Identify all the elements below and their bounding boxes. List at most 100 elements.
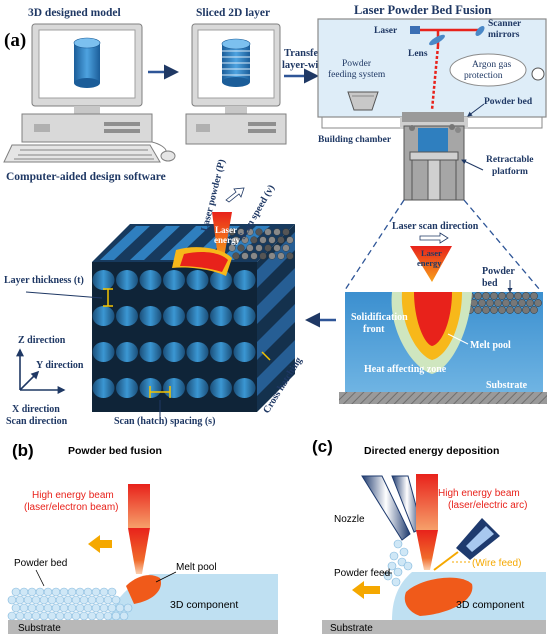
powder-particle (518, 299, 526, 307)
scan-track-end (186, 378, 209, 398)
powder-particle (387, 561, 397, 571)
panel-b-title: Powder bed fusion (68, 445, 162, 457)
powder-particle (526, 299, 534, 307)
powder-particle (23, 611, 33, 621)
ded-powder-stream (383, 539, 413, 587)
powder-particle (264, 244, 272, 252)
powder-particle (87, 595, 97, 605)
panel-b: (b) Powder bed fusion High energy beam (… (7, 441, 278, 636)
nozzle-label: Nozzle (334, 514, 365, 525)
powder-particle (79, 611, 89, 621)
powder-particle (397, 557, 407, 567)
powder-bed-surface (402, 112, 464, 122)
powder-particle (47, 611, 57, 621)
panel-c-title: Directed energy deposition (364, 445, 499, 457)
powder-particle (474, 306, 482, 314)
powder-particle (255, 228, 263, 236)
panel-a-label: (a) (4, 30, 26, 51)
panel-c: (c) Directed energy deposition High ener… (312, 437, 546, 636)
powder-particle (11, 587, 21, 597)
platform-label-1: Retractable (486, 155, 533, 165)
ded-beam (416, 474, 438, 530)
powder-particle (250, 236, 258, 244)
powder-particle (232, 252, 240, 260)
powder-particle (91, 603, 101, 613)
powder-particle (502, 299, 510, 307)
building-chamber-label: Building chamber (318, 135, 392, 145)
computer-1-icon (3, 23, 176, 163)
powder-particle (482, 292, 490, 300)
step2-title: Sliced 2D layer (196, 7, 270, 19)
powder-particle (11, 603, 21, 613)
powder-particle (268, 236, 276, 244)
cylinder-model-icon (73, 37, 101, 88)
pbf-powder-bed-label: Powder bed (14, 558, 67, 569)
powder-particle (75, 603, 85, 613)
pbf-substrate-label: Substrate (18, 623, 61, 634)
scan-track-end (186, 270, 209, 290)
detail-substrate-base (339, 392, 547, 404)
powder-particle (286, 252, 294, 260)
powder-particle (99, 587, 109, 597)
pbf-melt-pool-label: Melt pool (176, 562, 217, 573)
powder-particle (237, 244, 245, 252)
powder-particle (15, 595, 25, 605)
scan-track-end (139, 342, 162, 362)
scan-track-end (92, 342, 115, 362)
powder-particle (87, 611, 97, 621)
powder-particle (403, 561, 413, 571)
powder-particle (59, 603, 69, 613)
mirror-icon (475, 26, 485, 36)
powder-particle (237, 228, 245, 236)
powder-particle (111, 611, 121, 621)
powder-particle (103, 611, 113, 621)
scan-direction-label: Scan direction (6, 416, 68, 427)
powder-particle (273, 228, 281, 236)
scan-track-end (92, 378, 115, 398)
powder-particle (259, 236, 267, 244)
powder-particle (103, 595, 113, 605)
top-track (160, 226, 210, 260)
powder-particle (498, 292, 506, 300)
z-direction-label: Z direction (18, 335, 66, 346)
ded-substrate (322, 620, 546, 634)
panel-b-label: (b) (12, 441, 34, 460)
powder-particle (530, 306, 538, 314)
powder-particle (115, 603, 125, 613)
scan-track-end (210, 378, 232, 398)
powder-particle (494, 299, 502, 307)
lpbf-title: Laser Powder Bed Fusion (354, 3, 491, 17)
fan-icon (531, 67, 545, 81)
powder-particle (95, 611, 105, 621)
lens-label: Lens (408, 49, 428, 59)
powder-particle (530, 292, 538, 300)
powder-particle (67, 603, 77, 613)
powder-particle (393, 567, 403, 577)
powder-particle (282, 228, 290, 236)
layered-block (92, 212, 295, 412)
powder-particle (47, 595, 57, 605)
heat-affecting-zone-label: Heat affecting zone (364, 364, 447, 375)
powder-particle (399, 547, 409, 557)
scan-track-end (163, 270, 185, 290)
powder-particle (31, 611, 41, 621)
pbf-direction-arrow (88, 535, 112, 553)
powder-particle (486, 299, 494, 307)
melt-pool-detail: Laser scan direction Laser energy Powder… (339, 221, 547, 404)
solidification-front-2: front (363, 324, 385, 335)
scan-track-end (210, 306, 232, 326)
powder-particle (282, 244, 290, 252)
powder-particle (39, 595, 49, 605)
panel-a: (a) 3D designed model Computer-aided des… (3, 3, 547, 427)
powder-particle (55, 595, 65, 605)
scan-track-end (116, 270, 138, 290)
scan-track-end (92, 306, 115, 326)
scan-track-end (186, 306, 209, 326)
wire-feeder-icon (433, 518, 500, 571)
powder-particle (31, 595, 41, 605)
transfer-label-line2: layer-wise (282, 60, 327, 71)
detail-powder-bed-1: Powder (482, 266, 515, 277)
argon-label-1: Argon gas (472, 60, 511, 70)
scanner-label-2: mirrors (488, 30, 520, 40)
